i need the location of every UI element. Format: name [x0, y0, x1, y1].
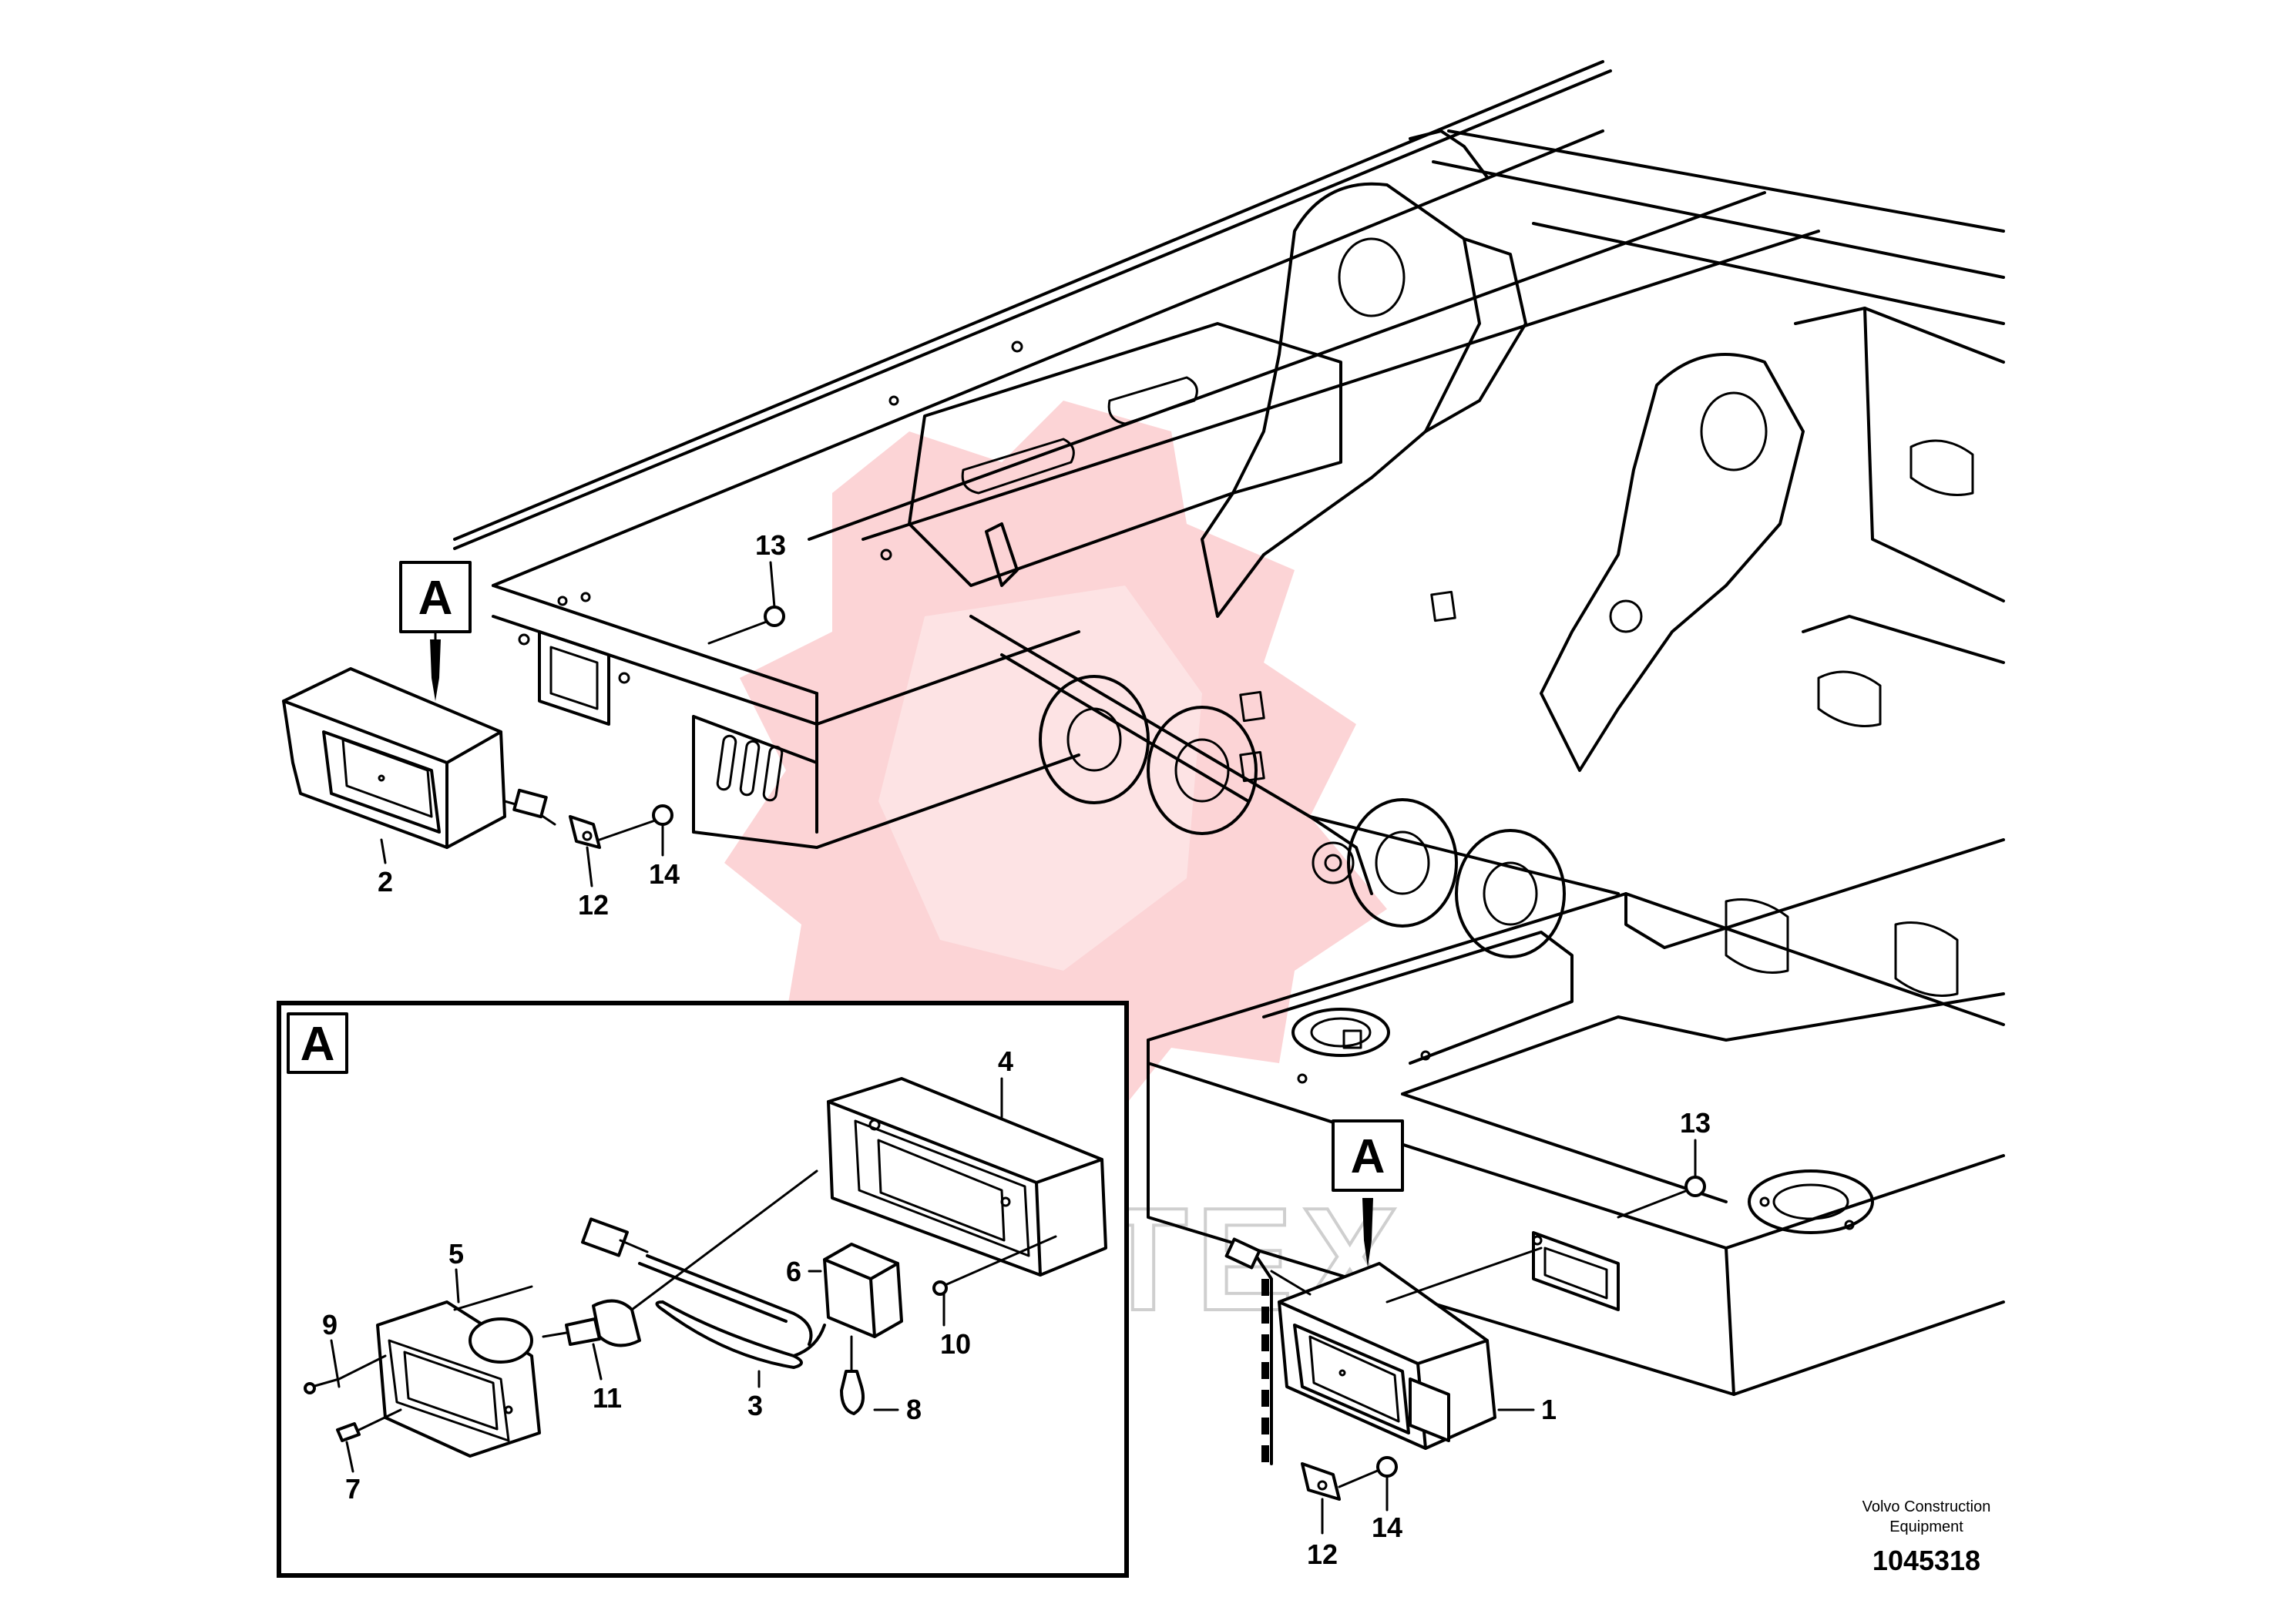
credit-line-2: Equipment [1889, 1518, 1963, 1535]
watermark-logo-core [878, 586, 1202, 971]
callout-14-right: 14 [1372, 1512, 1402, 1543]
callout-2: 2 [378, 866, 393, 898]
callout-9: 9 [322, 1309, 338, 1340]
callout-12-left: 12 [578, 889, 609, 921]
detail-view-a: A [277, 1001, 1129, 1578]
callout-5: 5 [448, 1238, 464, 1270]
callout-6: 6 [786, 1256, 801, 1287]
right-work-lamp [1224, 1176, 1706, 1501]
credit-line-1: Volvo Construction [1862, 1498, 1991, 1515]
callout-13-left: 13 [755, 529, 786, 561]
callout-labels: 2 12 14 13 4 5 6 9 10 11 3 8 7 1 13 14 1… [322, 529, 1711, 1570]
detail-view-a-label: A [301, 1018, 335, 1071]
callout-11: 11 [593, 1382, 622, 1414]
leader-lines [330, 561, 1697, 1535]
callout-7: 7 [345, 1473, 361, 1505]
callout-13-right: 13 [1680, 1107, 1711, 1139]
view-marker-right-label: A [1351, 1130, 1385, 1183]
drawing-credit: Volvo Construction Equipment 1045318 [1862, 1498, 1991, 1576]
callout-10: 10 [940, 1328, 971, 1360]
callout-12-right: 12 [1307, 1538, 1338, 1570]
view-marker-right: A [1332, 1119, 1404, 1267]
callout-8: 8 [906, 1394, 922, 1425]
view-marker-left: A [399, 561, 472, 701]
callout-1: 1 [1541, 1394, 1557, 1425]
callout-4: 4 [998, 1045, 1013, 1077]
document-number: 1045318 [1872, 1545, 1980, 1576]
callout-14-left: 14 [649, 858, 680, 890]
callout-3: 3 [747, 1390, 763, 1421]
view-marker-left-label: A [418, 572, 453, 625]
left-work-lamp [282, 606, 785, 849]
upper-frame-structure [453, 60, 2005, 958]
